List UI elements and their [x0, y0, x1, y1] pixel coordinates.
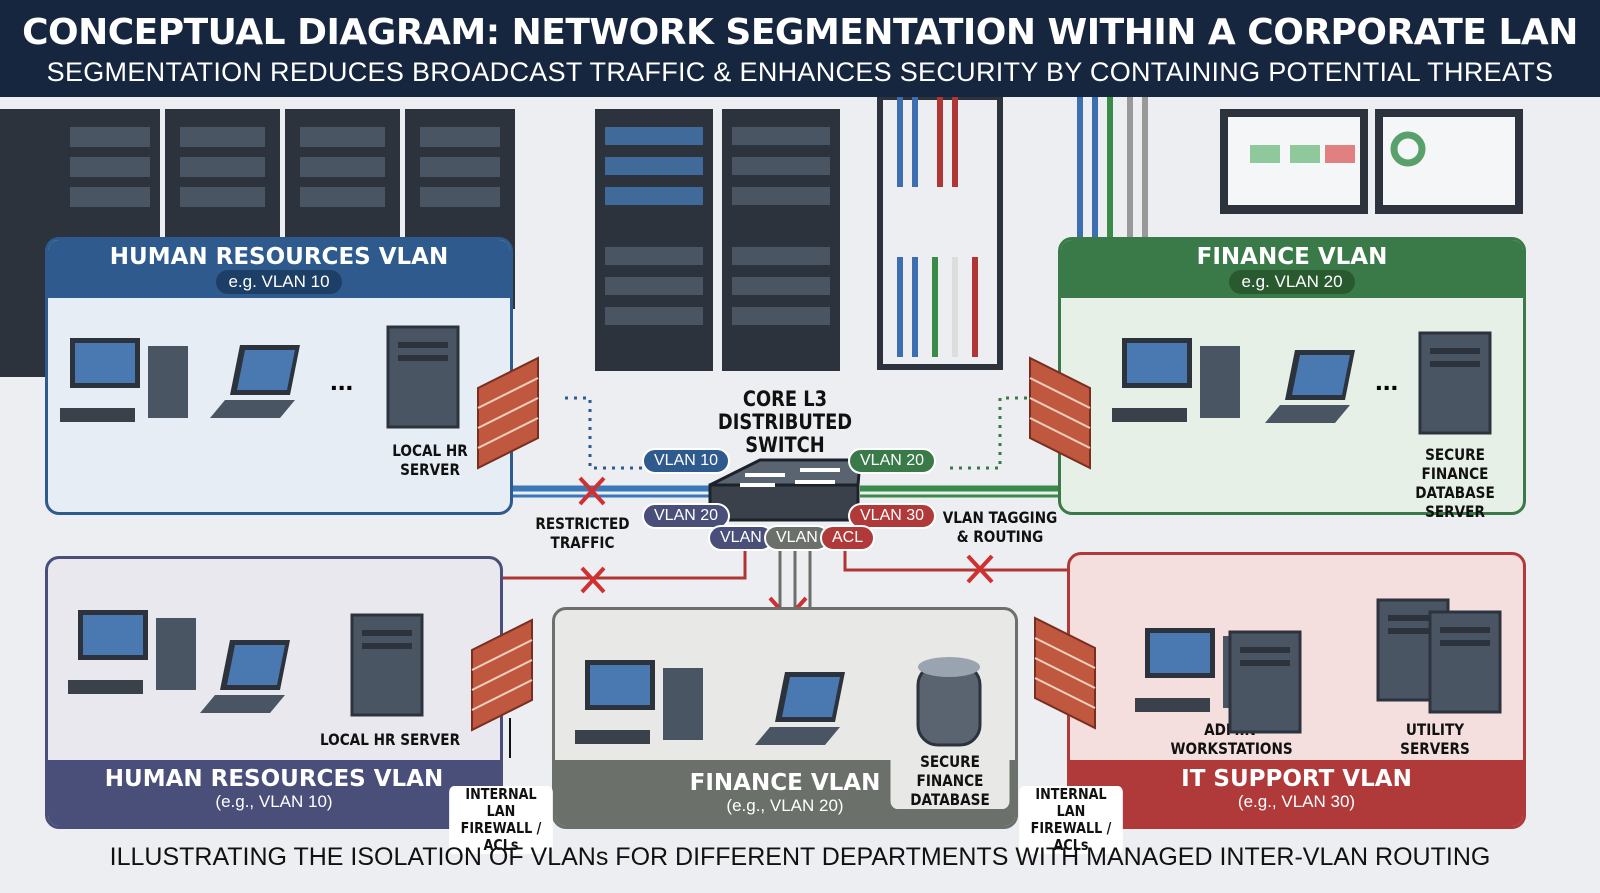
hr-vlan-title: HUMAN RESOURCES VLAN — [104, 766, 444, 792]
finance-vlan-id: (e.g., VLAN 20) — [726, 796, 844, 815]
it-support-vlan-panel: IT SUPPORT VLAN (e.g., VLAN 30) — [1067, 552, 1526, 829]
footer-caption: ILLUSTRATING THE ISOLATION OF VLANs FOR … — [109, 843, 1491, 871]
vlan-tag: VLAN 10 — [642, 448, 731, 474]
firewall-label: INTERNAL LAN FIREWALL / ACLs — [1019, 786, 1123, 854]
firewall-label: INTERNAL LAN FIREWALL / ACLs — [449, 786, 553, 854]
acl-tag: ACL — [820, 525, 876, 551]
hr-vlan-bottom-panel: HUMAN RESOURCES VLAN (e.g., VLAN 10) — [45, 556, 503, 829]
hr-vlan-title: HUMAN RESOURCES VLAN — [109, 244, 449, 270]
subtitle: SEGMENTATION REDUCES BROADCAST TRAFFIC &… — [46, 57, 1554, 87]
finance-vlan-id: e.g. VLAN 20 — [1229, 270, 1355, 294]
finance-database-label: SECURE FINANCE DATABASE — [890, 752, 1010, 809]
finance-vlan-title: FINANCE VLAN — [1196, 244, 1388, 270]
it-vlan-title: IT SUPPORT VLAN — [1181, 766, 1412, 792]
vlan-tag: VLAN 30 — [848, 503, 937, 529]
hr-vlan-id: (e.g., VLAN 10) — [215, 792, 333, 811]
finance-vlan-title: FINANCE VLAN — [689, 770, 881, 796]
utility-servers-label: UTILITY SERVERS — [1400, 720, 1470, 758]
cable-bundle-icon — [877, 97, 1148, 370]
title: CONCEPTUAL DIAGRAM: NETWORK SEGMENTATION… — [22, 12, 1578, 53]
finance-server-label: SECURE FINANCE DATABASE SERVER — [1415, 445, 1495, 521]
vlan-tag: VLAN — [764, 525, 830, 551]
hr-server-label: LOCAL HR SERVER — [319, 730, 461, 749]
hr-server-label: LOCAL HR SERVER — [392, 441, 468, 479]
vlan-tag: VLAN 20 — [848, 448, 937, 474]
it-vlan-id: (e.g., VLAN 30) — [1237, 792, 1356, 811]
hr-vlan-id: e.g. VLAN 10 — [216, 270, 342, 294]
vlan-tagging-label: VLAN TAGGING & ROUTING — [942, 508, 1058, 546]
more-devices-ellipsis: ... — [330, 365, 354, 396]
monitor-dashboard-icon — [1220, 109, 1523, 214]
restricted-traffic-label: RESTRICTED TRAFFIC — [535, 514, 630, 552]
admin-workstations-label: ADMIN WORKSTATIONS — [1170, 720, 1293, 758]
core-switch-label: CORE L3 DISTRIBUTED SWITCH — [717, 387, 853, 457]
header: CONCEPTUAL DIAGRAM: NETWORK SEGMENTATION… — [0, 0, 1600, 97]
vlan-tag: VLAN 20 — [642, 503, 731, 529]
more-devices-ellipsis: ... — [1375, 365, 1399, 396]
